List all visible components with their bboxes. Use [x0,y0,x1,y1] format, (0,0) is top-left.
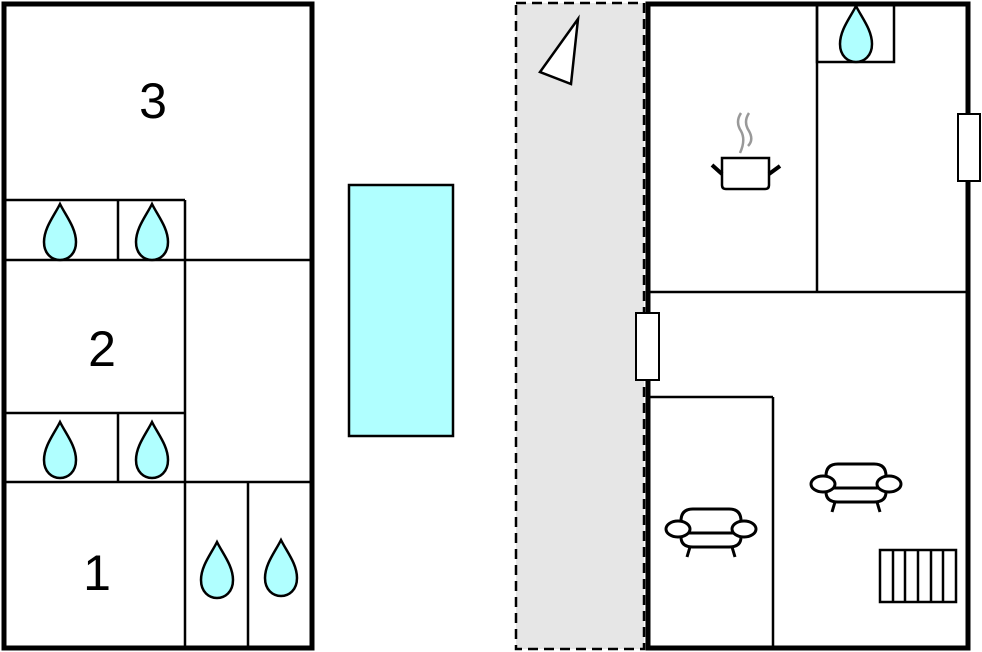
compass-north-icon [538,14,580,86]
window-icon [957,113,981,182]
cooking-pot-icon [710,112,782,191]
radiator-icon [878,548,958,604]
right-building [635,1,981,651]
room-label-1: 1 [83,545,111,601]
terrace [514,1,646,651]
window-icon [635,312,660,381]
room-label-2: 2 [88,321,116,377]
swimming-pool [347,183,455,438]
room-label-3: 3 [139,73,167,129]
left-building: 3 2 1 [1,1,315,651]
